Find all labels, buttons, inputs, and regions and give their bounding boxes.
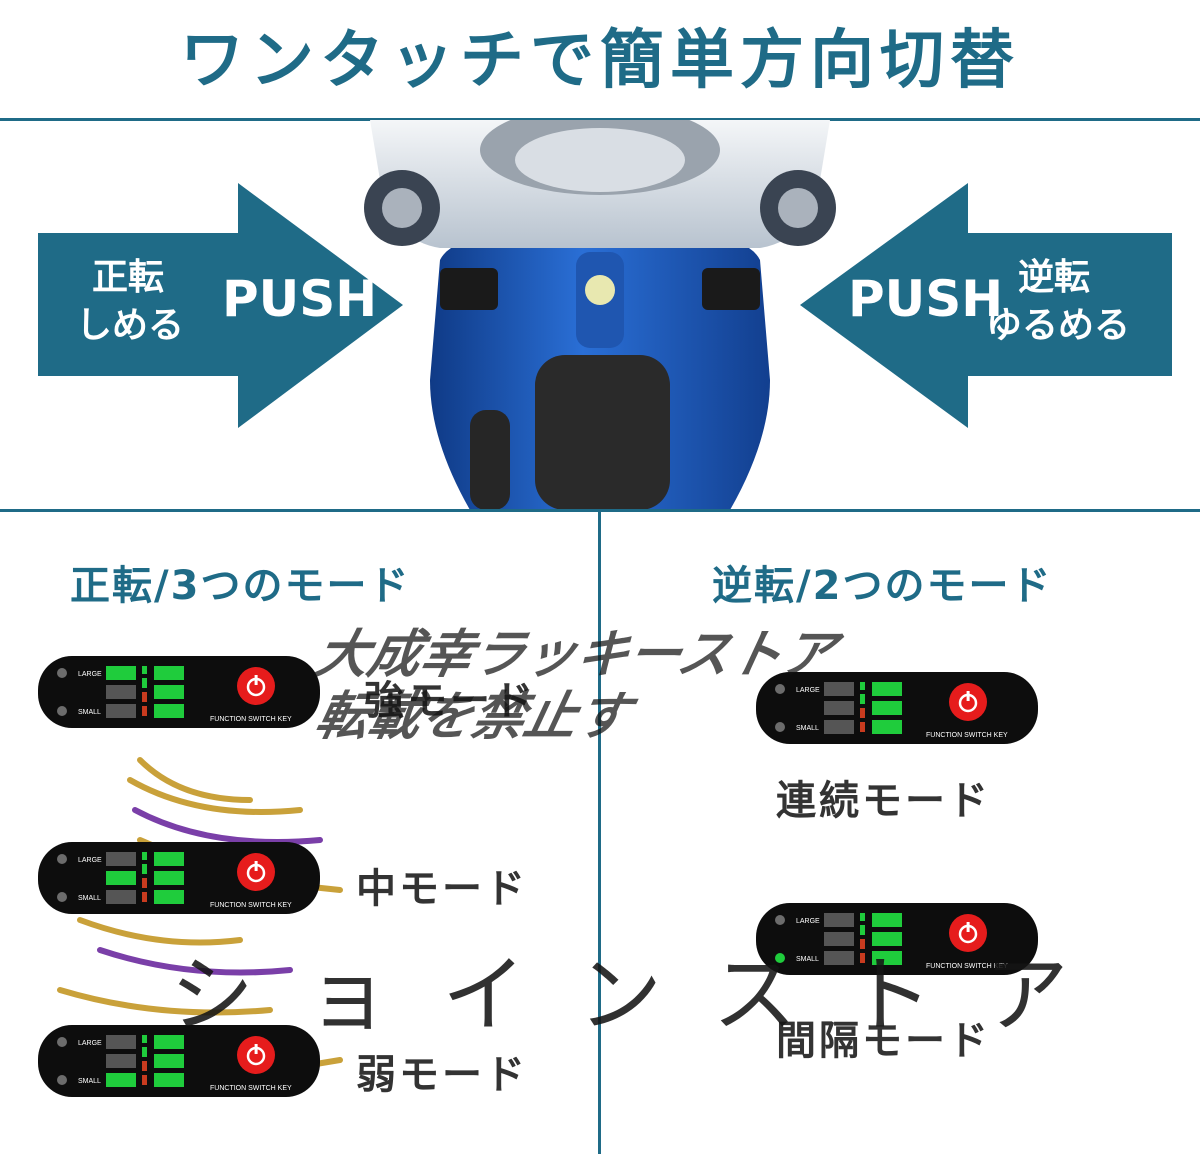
right-arrow-icon bbox=[38, 183, 403, 428]
small-label: SMALL bbox=[796, 956, 819, 963]
mode-label-strong: 強モード bbox=[364, 678, 536, 724]
mode-label-interval: 間隔モード bbox=[776, 1018, 991, 1064]
small-label: SMALL bbox=[78, 895, 101, 902]
forward-label-2: しめる bbox=[76, 305, 185, 346]
control-panel-weak: LARGE SMALL FUNCTION SWITCH KEY bbox=[38, 1025, 320, 1097]
left-arrow-icon bbox=[800, 183, 1172, 428]
large-label: LARGE bbox=[78, 1040, 102, 1047]
forward-push-arrow bbox=[38, 183, 403, 428]
mode-label-medium: 中モード bbox=[356, 866, 528, 912]
reverse-label-2: ゆるめる bbox=[986, 305, 1131, 346]
reverse-push-arrow bbox=[800, 183, 1172, 428]
large-label: LARGE bbox=[796, 918, 820, 925]
function-switch-key-label: FUNCTION SWITCH KEY bbox=[926, 963, 1008, 970]
impact-wrench-image bbox=[340, 105, 860, 510]
small-label: SMALL bbox=[796, 725, 819, 732]
large-label: LARGE bbox=[78, 671, 102, 678]
mode-label-continuous: 連続モード bbox=[776, 778, 991, 824]
large-label: LARGE bbox=[78, 857, 102, 864]
function-switch-key-label: FUNCTION SWITCH KEY bbox=[210, 716, 292, 723]
column-divider bbox=[598, 510, 601, 1154]
push-label-reverse: PUSH bbox=[848, 270, 1004, 328]
store-watermark-large: ショインストア bbox=[170, 946, 1121, 1044]
control-panel-interval: LARGE SMALL FUNCTION SWITCH KEY bbox=[756, 903, 1038, 975]
control-panel-strong: LARGE SMALL FUNCTION SWITCH KEY bbox=[38, 656, 320, 728]
reverse-label-1: 逆転 bbox=[1018, 257, 1091, 298]
store-watermark-line2: 転載を禁止す bbox=[310, 686, 636, 747]
large-label: LARGE bbox=[796, 687, 820, 694]
function-switch-key-label: FUNCTION SWITCH KEY bbox=[210, 1085, 292, 1092]
small-label: SMALL bbox=[78, 709, 101, 716]
small-label: SMALL bbox=[78, 1078, 101, 1085]
page-title: ワンタッチで簡単方向切替 bbox=[180, 24, 1020, 98]
reverse-modes-title: 逆転/2つのモード bbox=[712, 563, 1053, 609]
function-switch-key-label: FUNCTION SWITCH KEY bbox=[926, 732, 1008, 739]
forward-label-1: 正転 bbox=[92, 257, 165, 298]
control-panel-continuous: LARGE SMALL FUNCTION SWITCH KEY bbox=[756, 672, 1038, 744]
forward-modes-title: 正転/3つのモード bbox=[70, 563, 411, 609]
forward-push-label: PUSH bbox=[222, 270, 378, 328]
mode-label-weak: 弱モード bbox=[356, 1052, 528, 1098]
control-panel-medium: LARGE SMALL FUNCTION SWITCH KEY bbox=[38, 842, 320, 914]
function-switch-key-label: FUNCTION SWITCH KEY bbox=[210, 902, 292, 909]
